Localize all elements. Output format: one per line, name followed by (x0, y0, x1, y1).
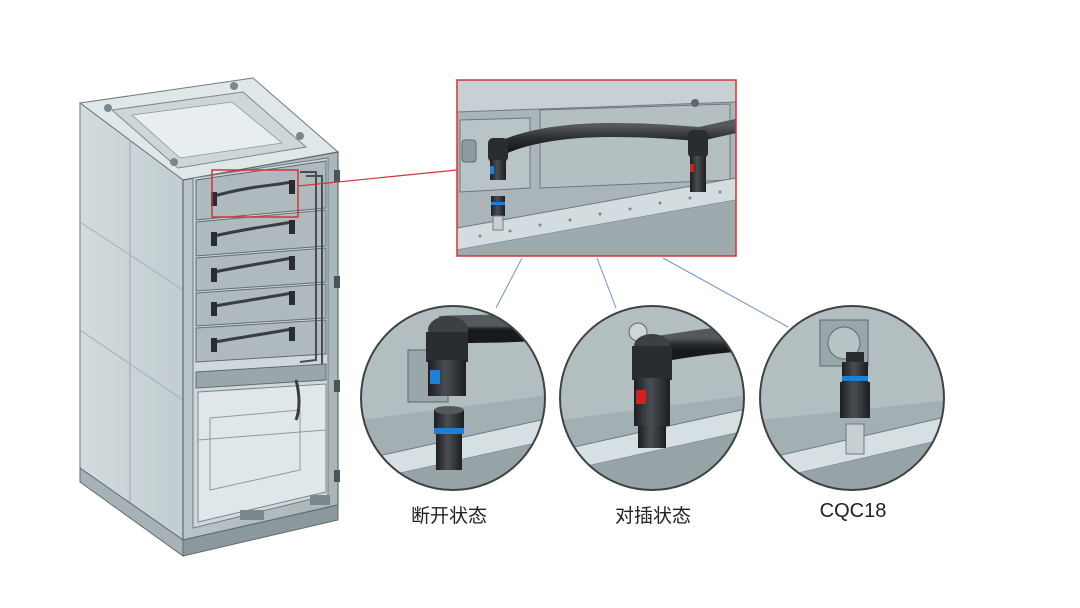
caption-disconnected: 断开状态 (410, 505, 487, 527)
callout-circle-mated (559, 305, 745, 491)
callout-circle-disconnected (360, 305, 546, 491)
caption-cqc18: CQC18 (819, 500, 887, 522)
zoom-leader-line (297, 169, 458, 187)
callout-circle-cqc18 (759, 305, 945, 491)
battery-cabinet (78, 77, 340, 557)
caption-mated: 对插状态 (614, 505, 691, 527)
zoom-frame (456, 79, 737, 257)
callout-leaders (495, 257, 789, 328)
zoom-detail-panel (456, 79, 737, 257)
battery-modules (195, 160, 327, 366)
highlight-box (211, 169, 299, 218)
